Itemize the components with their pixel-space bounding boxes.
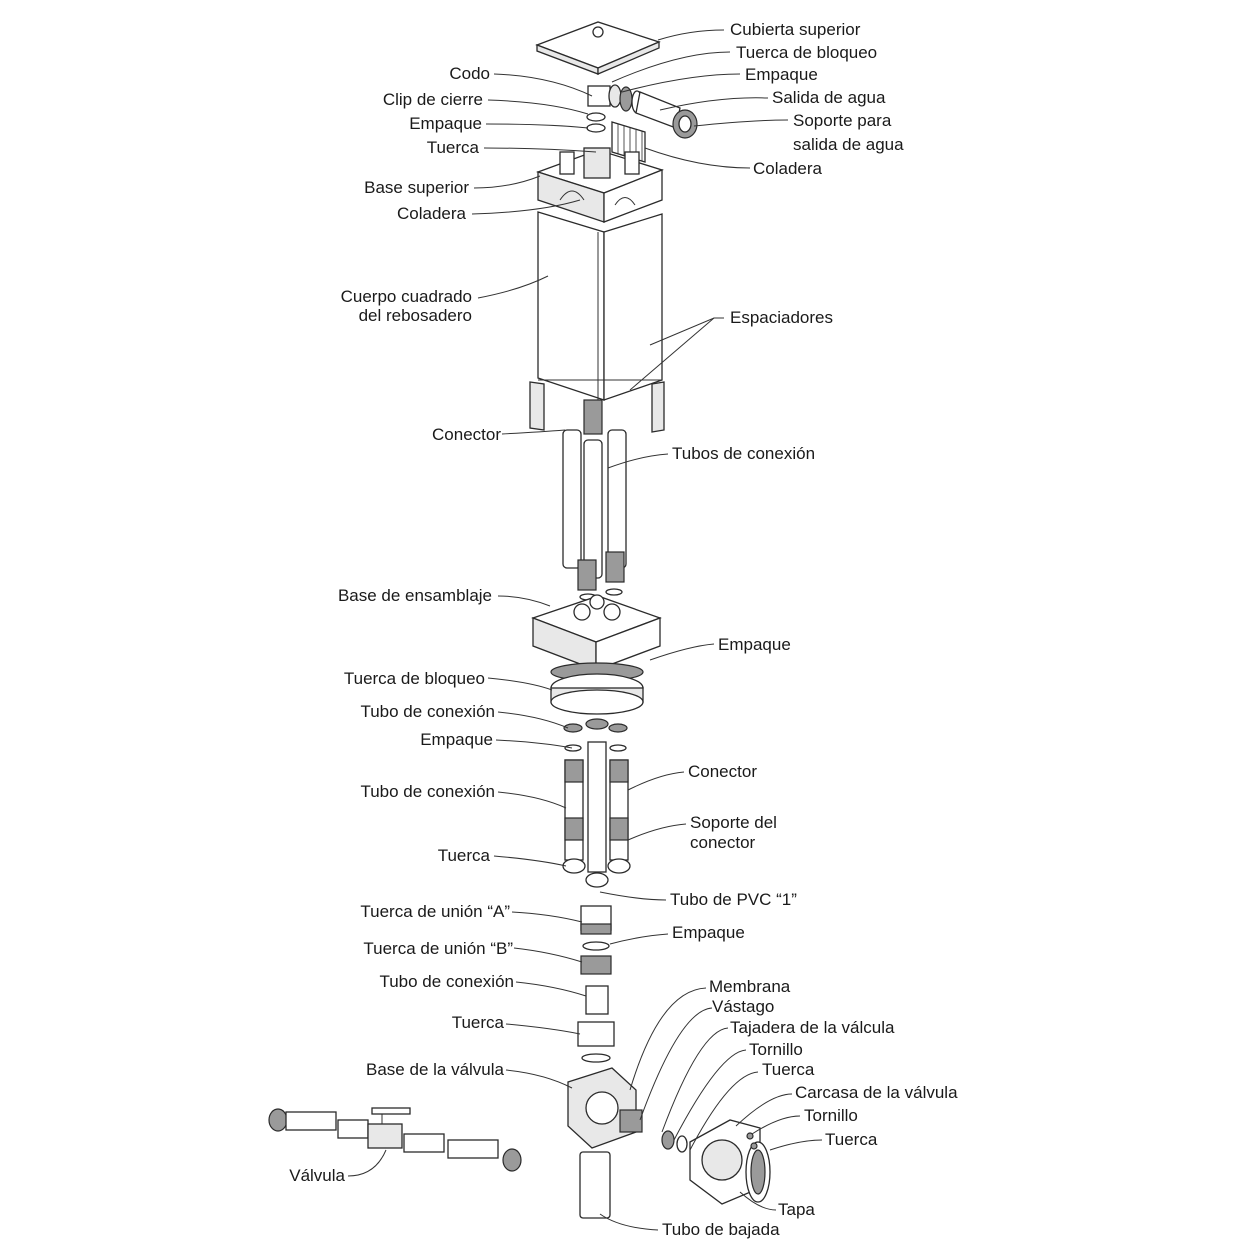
label-conector-upper: Conector bbox=[432, 425, 501, 444]
label-tubo-pvc: Tubo de PVC “1” bbox=[670, 890, 797, 909]
assembly-base-part bbox=[531, 594, 662, 671]
label-tornillo-1: Tornillo bbox=[749, 1040, 803, 1059]
connection-tubes-part bbox=[562, 399, 627, 601]
top-cover-part bbox=[535, 21, 661, 75]
valve-housing-part bbox=[661, 1119, 771, 1205]
label-soporte-conector-1: Soporte del bbox=[690, 813, 777, 832]
label-empaque-low: Empaque bbox=[672, 923, 745, 942]
label-cuerpo-2: del rebosadero bbox=[358, 306, 472, 325]
label-soporte-salida-1: Soporte para bbox=[793, 111, 892, 130]
label-base-ensamblaje: Base de ensamblaje bbox=[337, 586, 492, 605]
label-soporte-conector-2: conector bbox=[690, 833, 756, 852]
clip-gasket-part bbox=[586, 112, 606, 133]
label-tornillo-2: Tornillo bbox=[804, 1106, 858, 1125]
label-cubierta-superior: Cubierta superior bbox=[730, 20, 861, 39]
label-membrana: Membrana bbox=[709, 977, 791, 996]
ball-valve-part bbox=[268, 1107, 522, 1172]
label-tubo-conexion-1: Tubo de conexión bbox=[360, 702, 495, 721]
label-tajadera: Tajadera de la válcula bbox=[730, 1018, 895, 1037]
label-coladera-left: Coladera bbox=[397, 204, 466, 223]
label-base-superior: Base superior bbox=[364, 178, 469, 197]
label-tubos-conexion: Tubos de conexión bbox=[672, 444, 816, 463]
label-tuerca-valve: Tuerca bbox=[762, 1060, 815, 1079]
label-tuerca-bloqueo-mid: Tuerca de bloqueo bbox=[343, 669, 485, 688]
union-nuts-part bbox=[577, 905, 615, 1063]
label-valvula: Válvula bbox=[289, 1166, 345, 1185]
label-tapa: Tapa bbox=[778, 1200, 815, 1219]
label-codo: Codo bbox=[449, 64, 490, 83]
label-tuerca-low: Tuerca bbox=[451, 1013, 504, 1032]
lower-tubes-part bbox=[562, 718, 631, 888]
label-salida-agua: Salida de agua bbox=[772, 88, 886, 107]
label-cuerpo-1: Cuerpo cuadrado bbox=[340, 287, 472, 306]
label-tuerca-mid: Tuerca bbox=[437, 846, 490, 865]
label-espaciadores: Espaciadores bbox=[730, 308, 834, 327]
valve-base-part bbox=[567, 1067, 643, 1219]
label-tuerca-top-left: Tuerca bbox=[426, 138, 479, 157]
label-base-valvula: Base de la válvula bbox=[366, 1060, 504, 1079]
label-soporte-salida-2: salida de agua bbox=[793, 135, 904, 154]
label-tuerca-valve-2: Tuerca bbox=[825, 1130, 878, 1149]
label-empaque-mid-left: Empaque bbox=[420, 730, 493, 749]
label-tubo-bajada: Tubo de bajada bbox=[662, 1220, 780, 1239]
label-clip-cierre: Clip de cierre bbox=[382, 90, 483, 109]
elbow-outlet-part bbox=[587, 84, 698, 139]
label-vastago: Vástago bbox=[712, 997, 775, 1016]
label-tuerca-union-a: Tuerca de unión “A” bbox=[360, 902, 510, 921]
label-tubo-conexion-3: Tubo de conexión bbox=[379, 972, 514, 991]
label-tuerca-union-b: Tuerca de unión “B” bbox=[363, 939, 513, 958]
overflow-body-part bbox=[529, 211, 665, 433]
label-coladera-right: Coladera bbox=[753, 159, 822, 178]
top-base-part bbox=[535, 147, 664, 223]
label-carcasa: Carcasa de la válvula bbox=[795, 1083, 958, 1102]
leader-lines bbox=[347, 29, 823, 1231]
label-tuerca-bloqueo-top: Tuerca de bloqueo bbox=[736, 43, 878, 62]
label-empaque-mid-right: Empaque bbox=[718, 635, 791, 654]
lock-nut-mid-part bbox=[550, 662, 644, 715]
label-empaque-top-right: Empaque bbox=[745, 65, 818, 84]
label-empaque-top-left: Empaque bbox=[409, 114, 482, 133]
label-tubo-conexion-2: Tubo de conexión bbox=[360, 782, 495, 801]
label-conector-mid: Conector bbox=[688, 762, 757, 781]
